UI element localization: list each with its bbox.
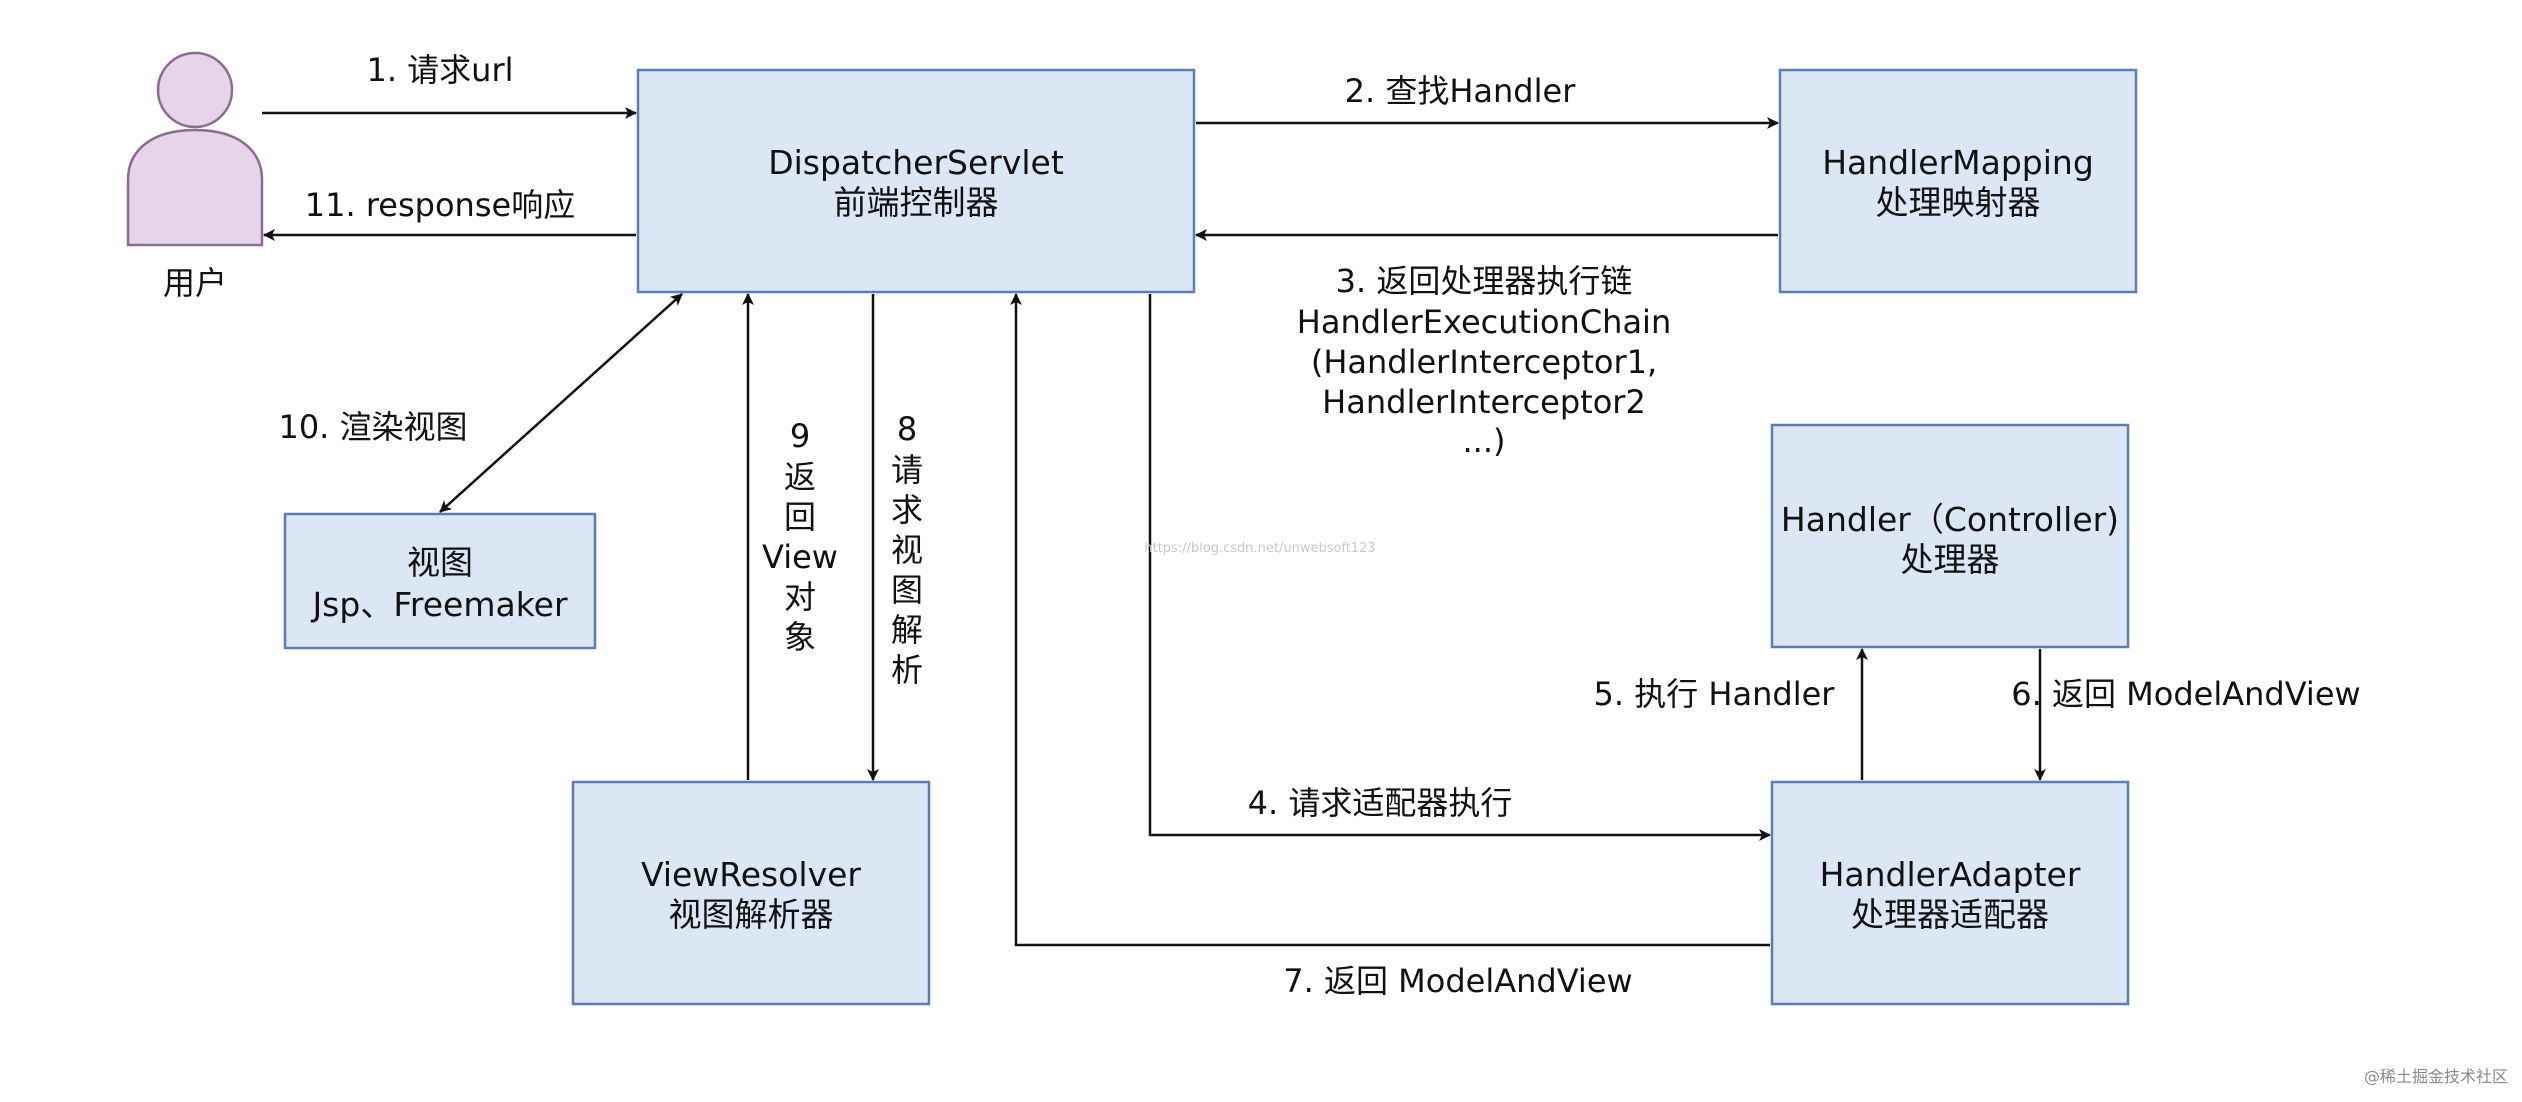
step9-char: 对 — [784, 578, 816, 616]
credit-text: @稀土掘金技术社区 — [2364, 1067, 2508, 1086]
step11-label: 11. response响应 — [305, 186, 575, 224]
step6-label: 6. 返回 ModelAndView — [2011, 675, 2360, 713]
step9-label: 9 返 回 View 对 象 — [762, 417, 838, 656]
watermark-text: https://blog.csdn.net/unwebsoft123 — [1144, 541, 1375, 556]
view-title: 视图 — [407, 543, 473, 582]
step8-label: 8 请 求 视 图 解 析 — [891, 410, 923, 689]
step3-label: 3. 返回处理器执行链 HandlerExecutionChain (Handl… — [1297, 262, 1671, 460]
dispatcher-servlet-box: DispatcherServlet 前端控制器 — [636, 68, 1196, 294]
step4-label: 4. 请求适配器执行 — [1248, 784, 1513, 822]
step3-line: (HandlerInterceptor1, — [1311, 343, 1657, 381]
step8-char: 8 — [897, 410, 917, 448]
step8-char: 求 — [891, 491, 923, 529]
handler-adapter-title: HandlerAdapter — [1820, 855, 2081, 894]
step9-char: 回 — [784, 498, 816, 536]
user-icon — [126, 51, 264, 247]
step8-char: 解 — [891, 611, 923, 649]
step8-char: 图 — [891, 571, 923, 609]
view-box: 视图 Jsp、Freemaker — [283, 512, 597, 650]
handler-mapping-title: HandlerMapping — [1822, 143, 2094, 182]
step1-label: 1. 请求url — [366, 51, 513, 89]
arrow-step4 — [1148, 294, 1771, 841]
step10-label: 10. 渲染视图 — [278, 408, 467, 446]
handler-mapping-subtitle: 处理映射器 — [1876, 183, 2041, 222]
step9-char: 9 — [790, 417, 810, 455]
handler-adapter-subtitle: 处理器适配器 — [1851, 895, 2049, 934]
step9-char: View — [762, 538, 838, 576]
step5-label: 5. 执行 Handler — [1594, 675, 1836, 713]
step9-char: 返 — [784, 458, 816, 496]
arrow-step7 — [1010, 293, 1770, 947]
handler-adapter-box: HandlerAdapter 处理器适配器 — [1770, 780, 2130, 1006]
view-resolver-title: ViewResolver — [641, 855, 861, 894]
dispatcher-servlet-subtitle: 前端控制器 — [834, 183, 999, 222]
step2-label: 2. 查找Handler — [1345, 72, 1577, 110]
view-resolver-box: ViewResolver 视图解析器 — [571, 780, 931, 1006]
step3-line: ...) — [1463, 422, 1506, 460]
view-resolver-subtitle: 视图解析器 — [669, 895, 834, 934]
step8-char: 请 — [891, 451, 923, 489]
step8-char: 析 — [891, 651, 923, 689]
step3-line: 3. 返回处理器执行链 — [1336, 262, 1633, 300]
step3-line: HandlerInterceptor2 — [1322, 383, 1646, 421]
user-label: 用户 — [163, 264, 227, 302]
step9-char: 象 — [784, 618, 816, 656]
handler-mapping-box: HandlerMapping 处理映射器 — [1778, 68, 2138, 294]
step8-char: 视 — [891, 531, 923, 569]
step7-label: 7. 返回 ModelAndView — [1283, 962, 1632, 1000]
handler-title: Handler（Controller) — [1781, 500, 2119, 539]
handler-subtitle: 处理器 — [1901, 540, 2000, 579]
step3-line: HandlerExecutionChain — [1297, 303, 1671, 341]
dispatcher-servlet-title: DispatcherServlet — [768, 143, 1064, 182]
view-subtitle: Jsp、Freemaker — [310, 585, 568, 624]
handler-box: Handler（Controller) 处理器 — [1770, 423, 2130, 649]
arrow-step10 — [439, 293, 683, 513]
